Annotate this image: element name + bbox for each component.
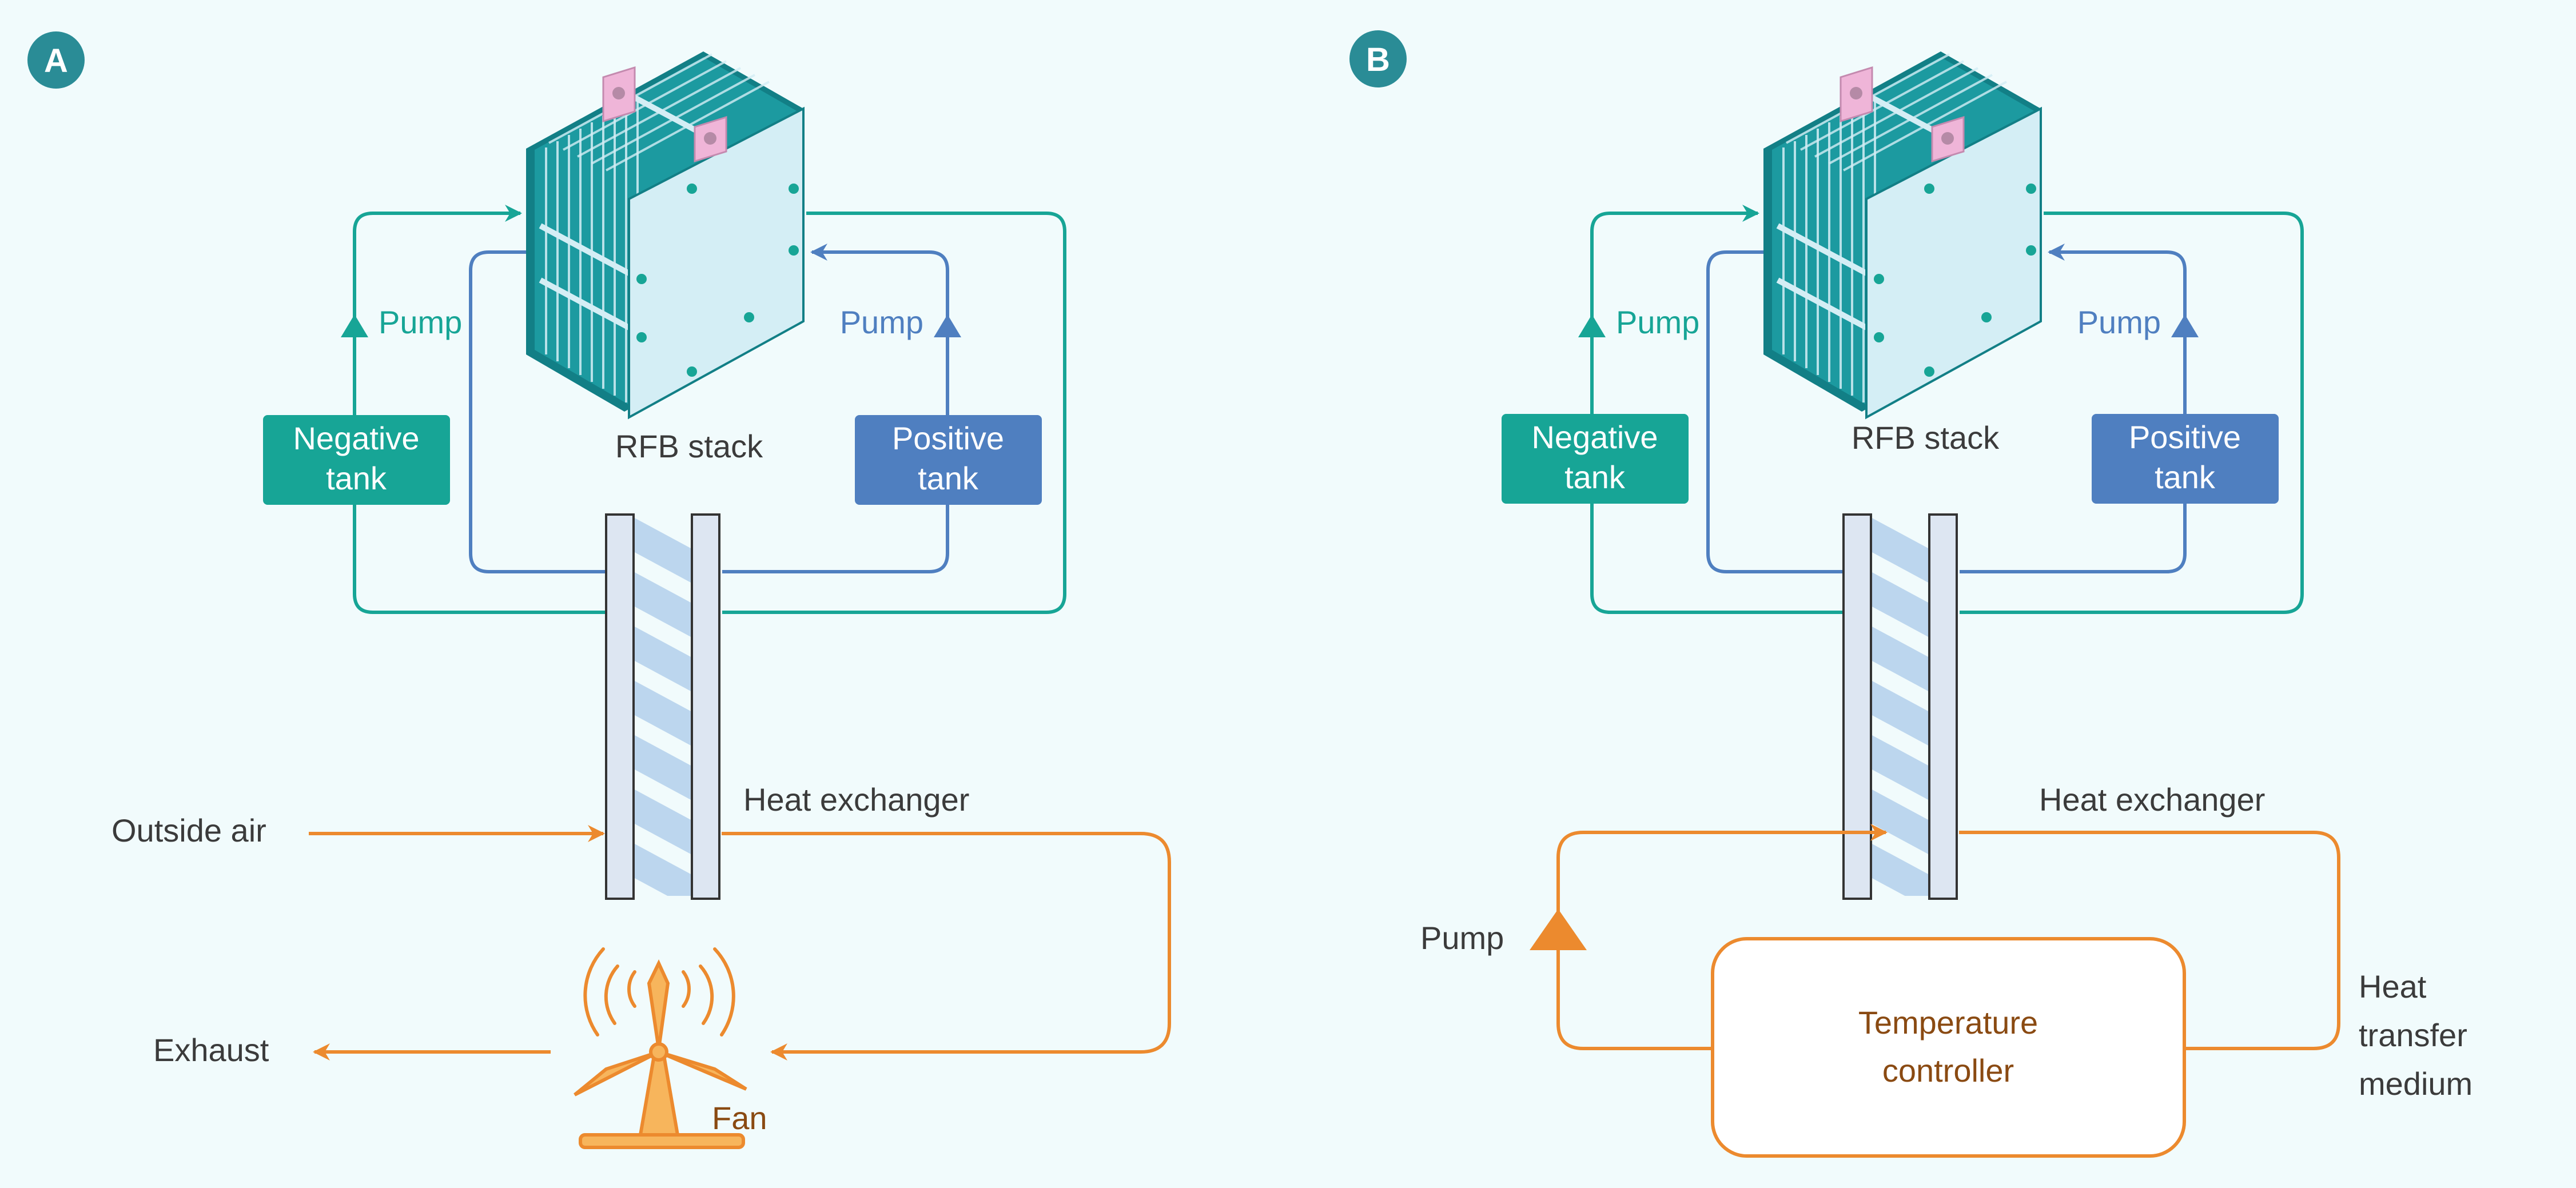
exhaust-label: Exhaust bbox=[153, 1032, 269, 1068]
pump-icon[interactable] bbox=[934, 314, 961, 337]
panel-b-badge: B bbox=[1349, 30, 1407, 87]
positive-tank-label-line1: Positive bbox=[2129, 419, 2241, 455]
panel-b-badge-label: B bbox=[1366, 41, 1390, 78]
pump-label-medium: Pump bbox=[1420, 920, 1504, 956]
positive-tank-label-line2: tank bbox=[2155, 459, 2216, 495]
negative-tank-label-line1: Negative bbox=[1531, 419, 1658, 455]
heat-transfer-medium-label-line3: medium bbox=[2359, 1066, 2473, 1102]
negative-electrolyte-loop bbox=[353, 205, 1066, 614]
positive-tank[interactable]: Positive tank bbox=[2092, 414, 2279, 504]
panel-a-badge: A bbox=[27, 31, 85, 89]
heat-exchanger-label: Heat exchanger bbox=[2039, 782, 2265, 818]
terminal-tab bbox=[602, 66, 727, 163]
negative-tank[interactable]: Negative tank bbox=[263, 415, 450, 505]
pump-label-positive: Pump bbox=[2077, 304, 2161, 340]
rfb-stack-label: RFB stack bbox=[1852, 420, 2000, 456]
negative-tank[interactable]: Negative tank bbox=[1502, 414, 1689, 504]
panel-a: A Pump Pump Negative tank Positive tank bbox=[27, 31, 1171, 1149]
pump-label-negative: Pump bbox=[379, 304, 462, 340]
heat-transfer-medium-label-line2: transfer bbox=[2359, 1017, 2467, 1053]
temperature-controller-label-line2: controller bbox=[1882, 1053, 2014, 1089]
negative-tank-label-line1: Negative bbox=[293, 420, 419, 456]
heat-exchanger-label: Heat exchanger bbox=[743, 782, 969, 818]
pump-label-negative: Pump bbox=[1616, 304, 1699, 340]
positive-tank-label-line2: tank bbox=[918, 460, 979, 496]
pump-label-positive: Pump bbox=[840, 304, 923, 340]
positive-electrolyte-loop bbox=[469, 244, 949, 573]
rfb-stack-icon bbox=[526, 51, 805, 420]
panel-b: B Pump Pump Negative tank Positive tank bbox=[1349, 30, 2473, 1158]
pump-icon[interactable] bbox=[1578, 314, 1606, 337]
temperature-controller-label-line1: Temperature bbox=[1858, 1004, 2038, 1041]
outside-air-label: Outside air bbox=[112, 812, 266, 848]
heat-transfer-medium-label-line1: Heat bbox=[2359, 968, 2427, 1004]
positive-tank-label-line1: Positive bbox=[892, 420, 1004, 456]
air-flow-path bbox=[309, 825, 1171, 1061]
fan-icon[interactable] bbox=[574, 947, 747, 1149]
pump-icon[interactable] bbox=[2171, 314, 2199, 337]
negative-tank-label-line2: tank bbox=[326, 460, 387, 496]
positive-electrolyte-loop bbox=[1706, 244, 2187, 573]
negative-tank-label-line2: tank bbox=[1564, 459, 1626, 495]
rfb-stack-icon bbox=[1763, 51, 2042, 420]
positive-tank[interactable]: Positive tank bbox=[855, 415, 1042, 505]
terminal-tab bbox=[1840, 66, 1965, 163]
rfb-stack-label: RFB stack bbox=[615, 428, 763, 464]
pump-icon[interactable] bbox=[1530, 909, 1587, 950]
pump-icon[interactable] bbox=[341, 314, 368, 337]
panel-a-badge-label: A bbox=[44, 42, 68, 79]
fan-label: Fan bbox=[712, 1100, 767, 1136]
heat-transfer-loop bbox=[1556, 824, 2340, 1050]
negative-electrolyte-loop bbox=[1590, 205, 2304, 614]
temperature-controller[interactable]: Temperature controller bbox=[1711, 937, 2186, 1158]
heat-exchanger bbox=[605, 513, 720, 900]
heat-exchanger bbox=[1842, 513, 1958, 900]
